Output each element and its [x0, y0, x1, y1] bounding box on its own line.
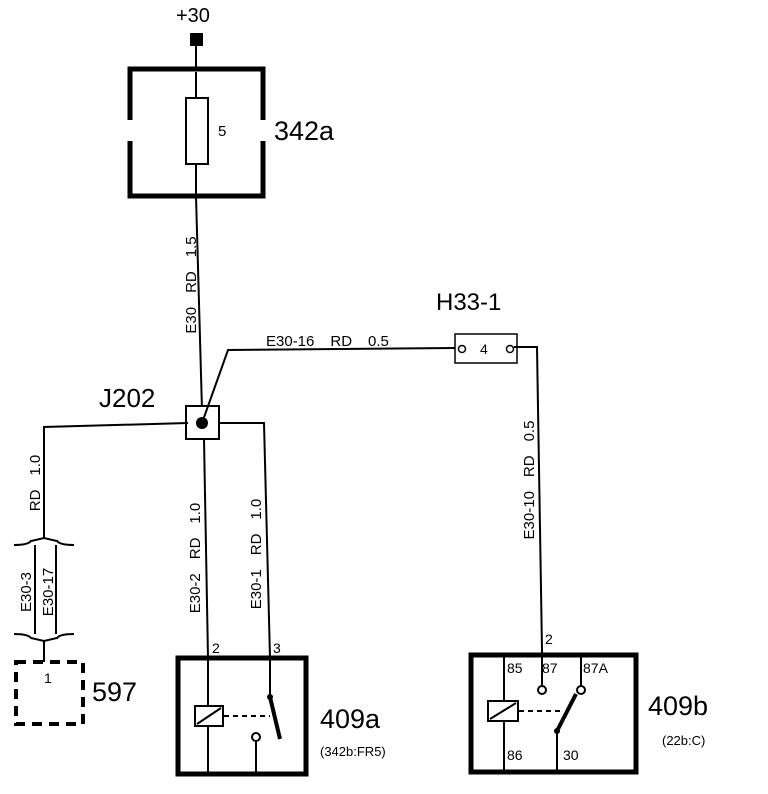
relay-b-pin-87: 87 — [542, 660, 558, 676]
connector-pin-right-icon — [505, 344, 515, 354]
svg-text:E30RD1.5: E30RD1.5 — [183, 236, 200, 333]
wire-bundle-bottom-brace — [13, 633, 75, 643]
connector-pin: 4 — [480, 341, 488, 357]
connector-id: H33-1 — [436, 289, 501, 316]
fuse-number: 5 — [218, 123, 226, 140]
relay-409a — [175, 655, 309, 777]
relay-a-switch-icon — [268, 696, 282, 740]
relay-b-wire-pin: 2 — [545, 631, 553, 647]
wire-e30-10-label: E30-10RD0.5 — [521, 421, 538, 540]
svg-text:E30-1RD1.0: E30-1RD1.0 — [248, 499, 265, 610]
relay-b-contact-87-icon — [537, 685, 547, 695]
component-597-id: 597 — [92, 677, 137, 707]
power-label: +30 — [176, 5, 210, 27]
wire-e30-17-label: E30-17 — [40, 568, 57, 616]
relay-b-switch-icon — [555, 693, 578, 732]
relay-409b: 85 87 87A 86 30 — [468, 652, 639, 775]
component-597-pin: 1 — [44, 670, 52, 686]
connector-pin-left-icon — [457, 344, 467, 354]
relay-b-pin-30: 30 — [563, 747, 579, 763]
fuse-icon — [185, 97, 209, 165]
svg-text:E30-2RD1.0: E30-2RD1.0 — [187, 503, 204, 614]
relay-a-pin-3: 3 — [273, 640, 281, 656]
wire-597 — [43, 422, 189, 538]
component-597-box — [14, 660, 85, 726]
relay-b-ref: (22b:C) — [662, 733, 705, 748]
splice-id: J202 — [99, 383, 155, 413]
wire-e30-16 — [201, 347, 457, 424]
wire-e30-2 — [203, 438, 209, 659]
fusebox-id: 342a — [274, 116, 335, 146]
svg-text:RD1.0: RD1.0 — [27, 455, 44, 512]
wire-bundle-top-brace — [13, 536, 75, 546]
wire-e30-2-label: E30-2RD1.0 — [187, 503, 204, 614]
wire-e30-label: E30RD1.5 — [183, 236, 200, 333]
relay-b-contact-87a-icon — [576, 685, 586, 695]
relay-a-contact-icon — [251, 732, 261, 742]
wire-597-label: RD1.0 — [27, 455, 44, 512]
relay-a-pin-2: 2 — [212, 640, 220, 656]
relay-b-id: 409b — [648, 691, 708, 721]
relay-b-pin-85: 85 — [507, 660, 523, 676]
relay-a-id: 409a — [320, 704, 381, 734]
relay-b-pin-86: 86 — [507, 747, 523, 763]
wire-e30-1-label: E30-1RD1.0 — [248, 499, 265, 610]
wire-e30-1 — [219, 422, 271, 659]
relay-a-ref: (342b:FR5) — [320, 744, 386, 759]
wire-e30 — [195, 195, 203, 411]
relay-b-pin-87a: 87A — [583, 660, 609, 676]
svg-text:E30-10RD0.5: E30-10RD0.5 — [521, 421, 538, 540]
wire-e30-3-label: E30-3 — [18, 572, 35, 612]
power-terminal-icon — [190, 33, 203, 46]
fusebox-342a: 5 — [127, 66, 266, 199]
